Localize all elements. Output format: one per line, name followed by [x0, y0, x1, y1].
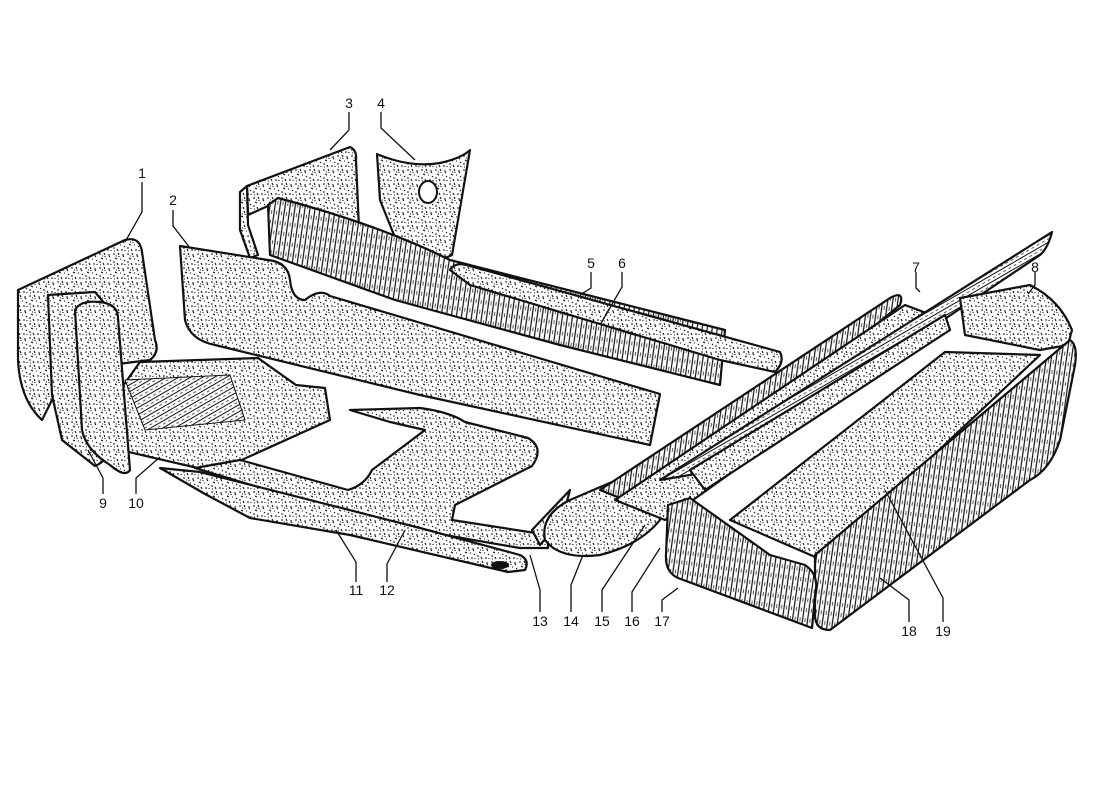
callout-4: 4 [377, 95, 385, 111]
leader-lines [87, 112, 1036, 622]
callout-2: 2 [169, 192, 177, 208]
part-8-rear-end [958, 283, 1074, 352]
part-9-rolled-panel [46, 290, 132, 475]
part-11-sill-strip [158, 466, 528, 574]
callout-8: 8 [1031, 259, 1039, 275]
callout-7: 7 [912, 259, 920, 275]
callout-15: 15 [594, 613, 610, 629]
part-10-front-floor-mat [93, 356, 332, 474]
part-18-box-side [813, 338, 1077, 632]
callout-19: 19 [935, 623, 951, 639]
part-19-box-floor [728, 350, 1042, 562]
callout-14: 14 [563, 613, 579, 629]
callout-13: 13 [532, 613, 548, 629]
part-15-rail [598, 294, 903, 512]
callout-9: 9 [99, 495, 107, 511]
part-2-side-panel [178, 244, 662, 447]
callout-10: 10 [128, 495, 144, 511]
callout-12: 12 [379, 582, 395, 598]
callout-11: 11 [349, 582, 364, 598]
part-12-central-floor-mat [193, 406, 550, 550]
callout-5: 5 [587, 255, 595, 271]
part-17-box-front [664, 496, 818, 630]
part-7-top-lid [658, 230, 1054, 492]
part-4-bulkhead-right [375, 148, 472, 267]
callout-17: 17 [654, 613, 670, 629]
callout-18: 18 [901, 623, 917, 639]
callout-16: 16 [624, 613, 640, 629]
callout-1: 1 [138, 165, 146, 181]
part-5-tunnel-top [448, 263, 783, 374]
callout-labels: 1 2 3 4 5 6 7 8 9 10 11 12 13 14 15 16 1… [99, 95, 1039, 639]
callout-6: 6 [618, 255, 626, 271]
callout-3: 3 [345, 95, 353, 111]
